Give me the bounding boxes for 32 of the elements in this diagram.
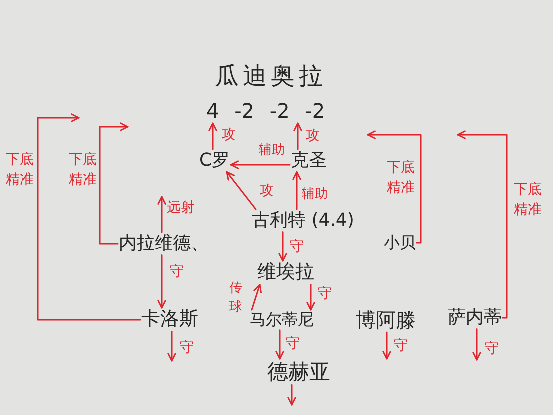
arrow xyxy=(306,284,316,311)
player-name: 德赫亚 xyxy=(268,360,330,384)
player-name: 克圣 xyxy=(291,150,327,172)
arrow xyxy=(168,331,176,362)
player-name: 维埃拉 xyxy=(258,262,314,284)
arrow xyxy=(367,130,422,244)
player-name: 萨内蒂 xyxy=(448,308,502,328)
arrow xyxy=(292,171,302,210)
arrow xyxy=(251,284,262,311)
arrow xyxy=(208,122,218,150)
player-name: 古利特 (4.4) xyxy=(252,210,354,232)
arrow xyxy=(457,130,508,319)
arrow xyxy=(226,171,257,210)
arrow xyxy=(99,122,129,245)
arrow xyxy=(288,384,296,406)
player-name: C罗 xyxy=(200,150,230,172)
arrow xyxy=(37,114,142,321)
arrow xyxy=(472,328,482,361)
player-name: 卡洛斯 xyxy=(142,309,198,331)
arrow xyxy=(276,330,284,360)
formation-label: 4 -2 -2 -2 xyxy=(206,100,326,122)
arrow xyxy=(294,122,302,150)
arrow xyxy=(158,196,166,234)
player-name: 博阿滕 xyxy=(356,308,416,332)
player-name: 马尔蒂尼 xyxy=(250,311,314,330)
arrow xyxy=(158,254,166,309)
arrow xyxy=(230,160,291,170)
arrow xyxy=(382,332,392,360)
player-name: 内拉维德、 xyxy=(119,234,209,254)
arrow xyxy=(278,231,288,262)
title: 瓜迪奥拉 xyxy=(215,63,327,91)
player-name: 小贝 xyxy=(384,234,416,252)
